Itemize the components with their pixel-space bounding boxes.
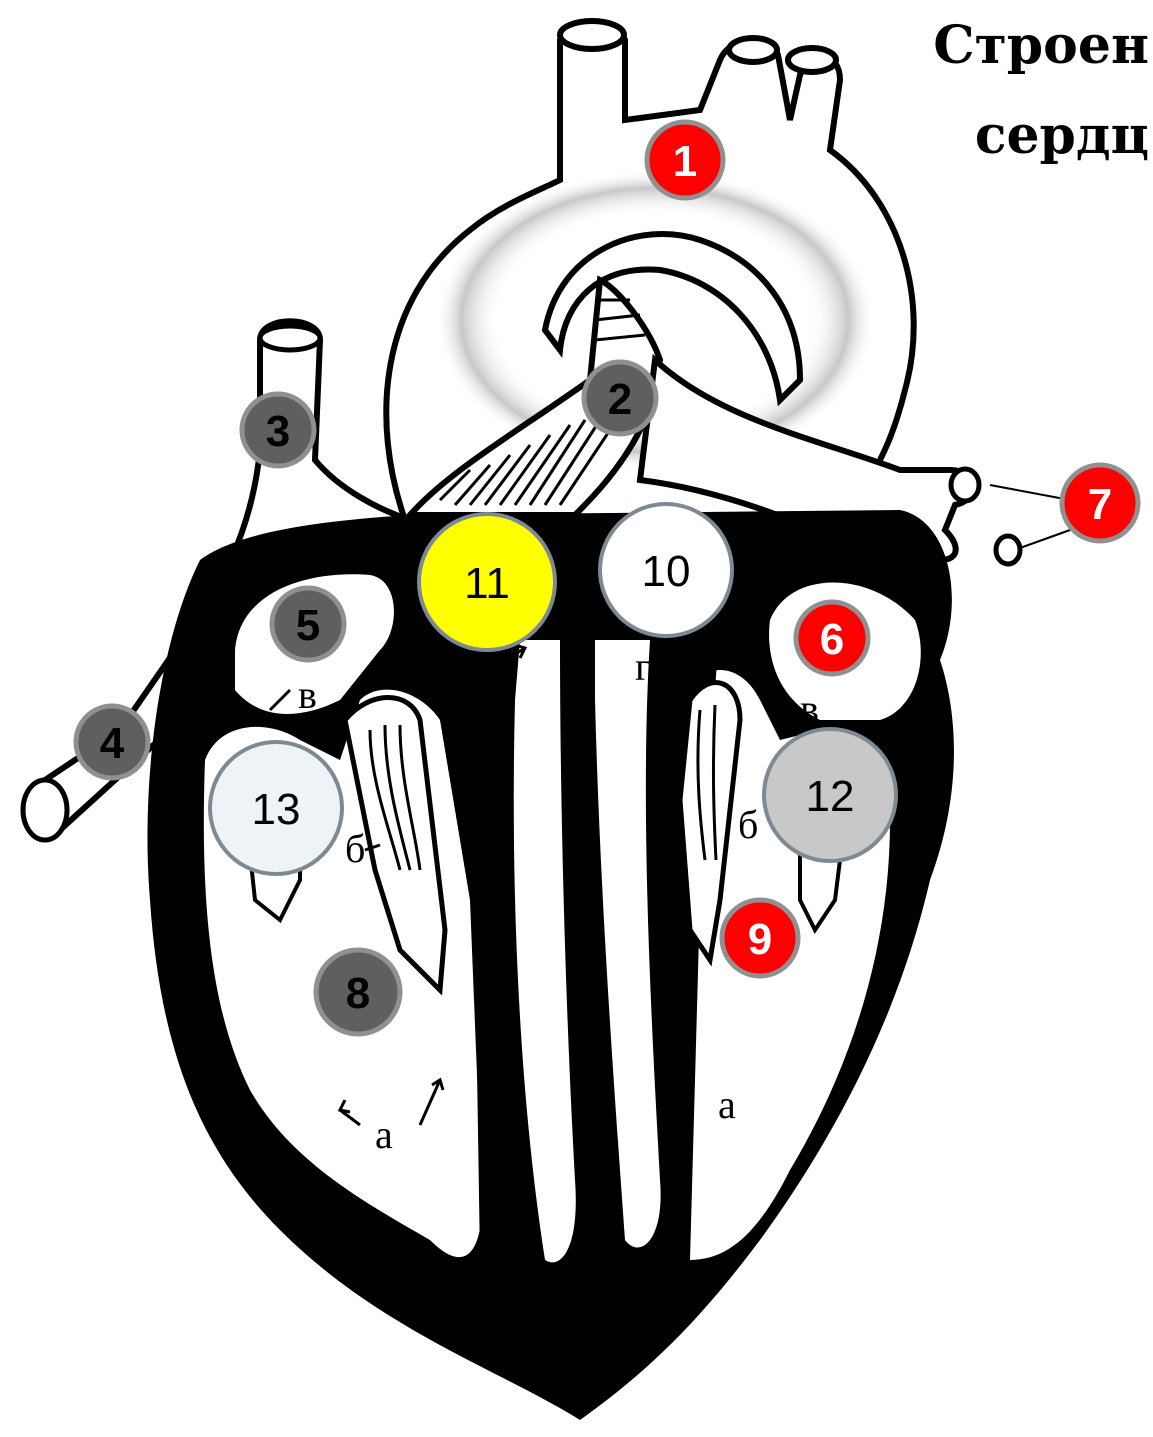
marker-11: 11 (419, 514, 555, 650)
marker-2: 2 (584, 362, 656, 434)
marker-label-9: 9 (748, 915, 772, 964)
marker-label-12: 12 (806, 772, 855, 821)
marker-10: 10 (600, 504, 732, 636)
marker-12: 12 (764, 729, 896, 861)
marker-3: 3 (242, 394, 314, 466)
title-line-1: Строен (933, 20, 1149, 72)
marker-8: 8 (316, 950, 400, 1034)
pointer-line-7a (990, 485, 1070, 500)
marker-label-6: 6 (820, 615, 844, 664)
marker-5: 5 (272, 588, 344, 660)
marker-9: 9 (722, 900, 798, 976)
letter-g-left: г (452, 654, 468, 699)
marker-label-7: 7 (1088, 480, 1112, 529)
title-line-2: сердц (975, 110, 1149, 162)
letter-a-left: а (375, 1112, 393, 1157)
letter-v-right: в (800, 686, 819, 731)
marker-label-1: 1 (673, 137, 697, 186)
marker-label-4: 4 (100, 719, 125, 768)
letter-a-right: а (718, 1082, 736, 1127)
marker-13: 13 (210, 742, 342, 874)
marker-label-2: 2 (608, 375, 632, 424)
marker-label-5: 5 (296, 601, 320, 650)
marker-label-3: 3 (266, 407, 290, 456)
pointer-line-7b (1020, 530, 1070, 548)
marker-7: 7 (1062, 465, 1138, 541)
marker-label-10: 10 (642, 547, 691, 596)
letter-g-right: г (635, 644, 651, 689)
letter-b-right: б (738, 802, 758, 847)
marker-label-8: 8 (346, 969, 370, 1018)
letter-v-left: в (298, 672, 317, 717)
marker-label-11: 11 (464, 559, 510, 608)
marker-1: 1 (647, 122, 723, 198)
letter-b-left: б (345, 826, 365, 871)
marker-label-13: 13 (252, 785, 301, 834)
marker-6: 6 (796, 602, 868, 674)
marker-4: 4 (76, 706, 148, 778)
